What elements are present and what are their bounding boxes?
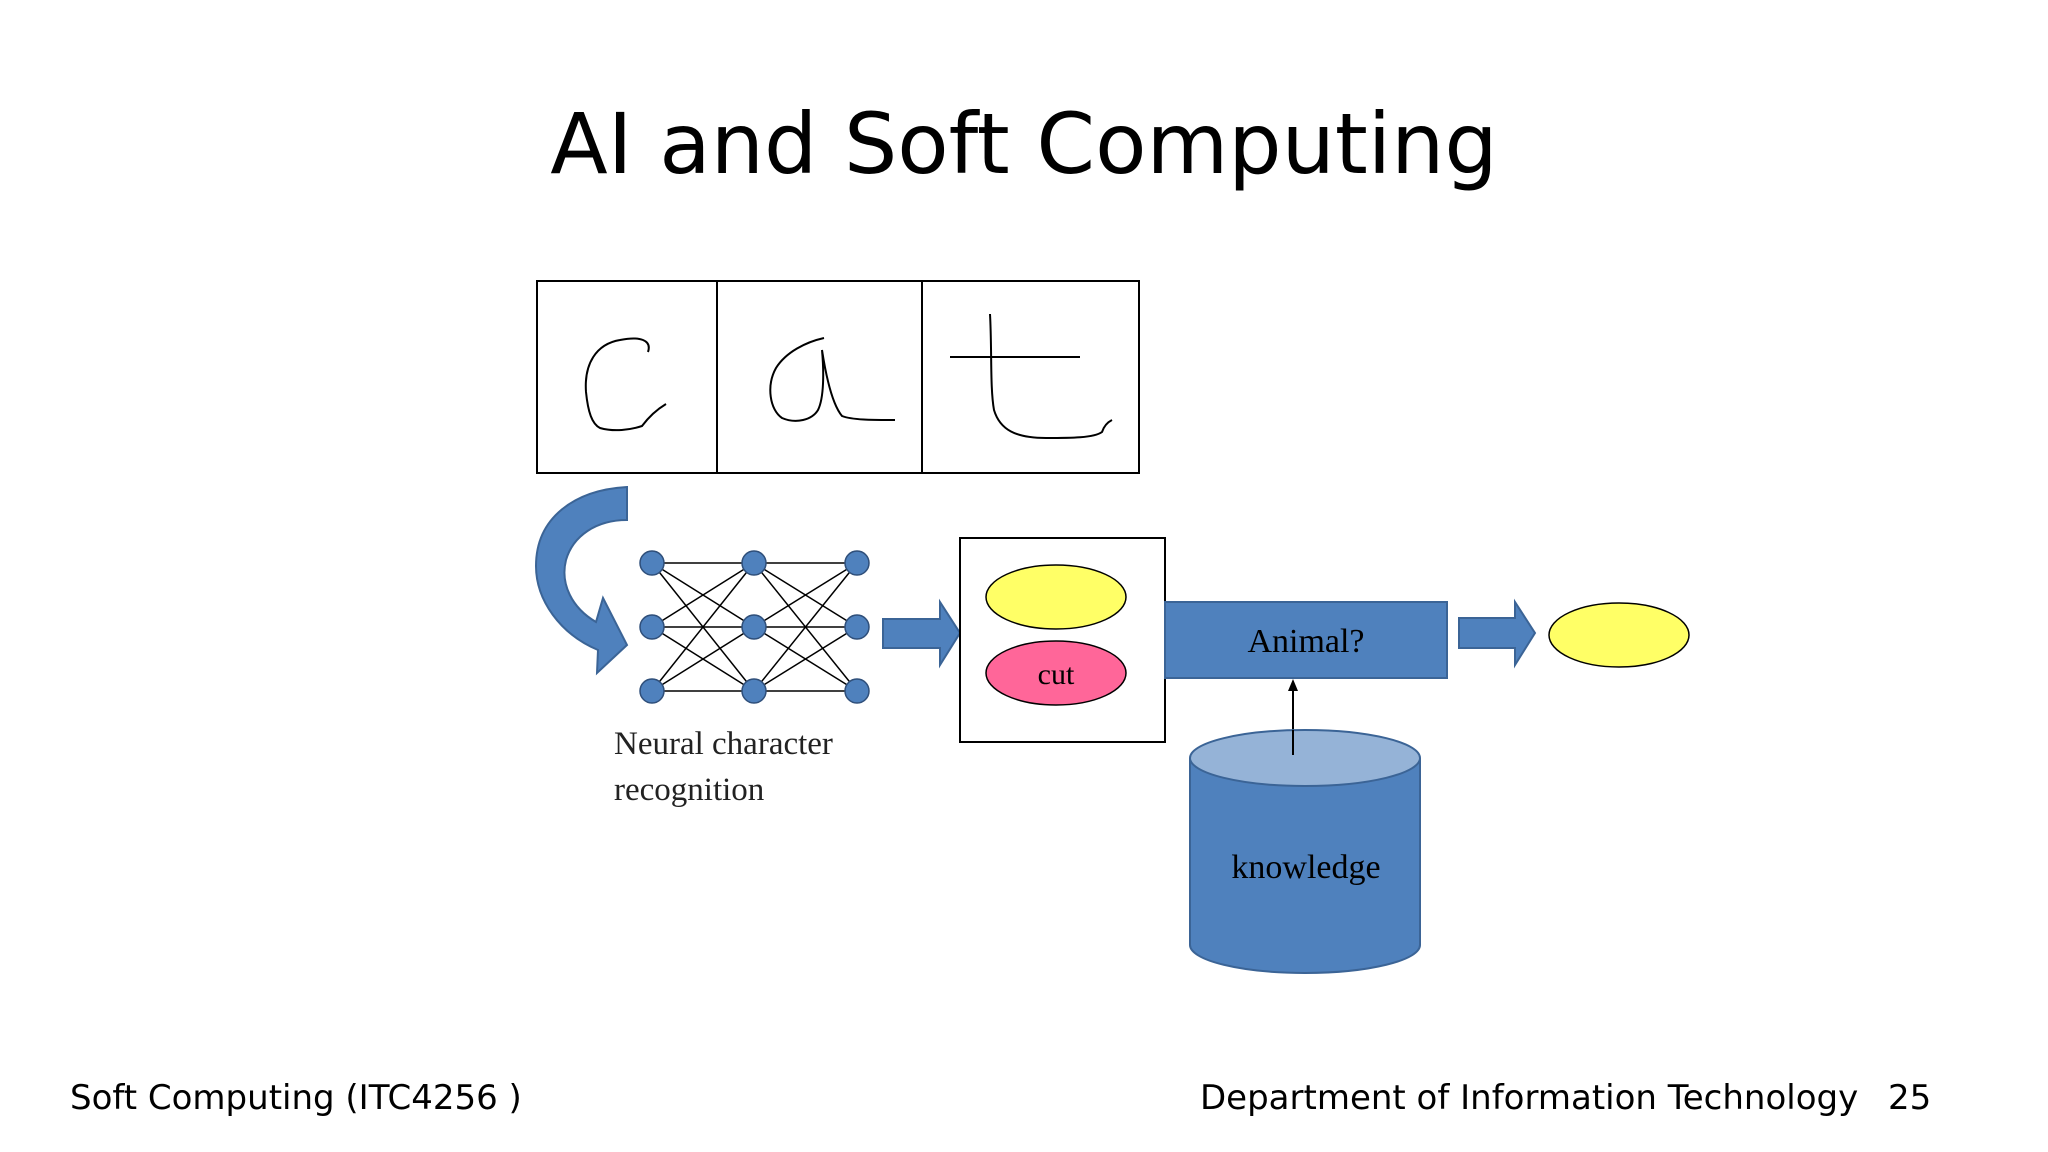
nn-caption-line1: Neural character	[614, 726, 833, 762]
candidate-cut-ellipse	[985, 640, 1127, 706]
handwriting-panel	[536, 280, 1140, 474]
knowledge-label: knowledge	[1231, 849, 1380, 886]
animal-query-label: Animal?	[1247, 623, 1364, 660]
footer-course: Soft Computing (ITC4256 )	[70, 1078, 522, 1118]
nn-node	[844, 550, 870, 576]
nn-node	[844, 614, 870, 640]
arrow-nn-to-candidates	[882, 598, 962, 669]
nn-node	[639, 614, 665, 640]
nn-caption-line2: recognition	[614, 772, 764, 808]
result-cat-ellipse	[1548, 602, 1690, 668]
handwritten-t-stem	[989, 313, 1113, 440]
nn-connection	[753, 626, 858, 692]
nn-node	[741, 678, 767, 704]
knowledge-arrow-head	[1288, 679, 1298, 691]
nn-connection	[753, 562, 858, 628]
nn-connection	[651, 626, 755, 692]
slide-title: AI and Soft Computing	[550, 95, 1498, 193]
nn-connection	[651, 562, 755, 628]
page-number: 25	[1888, 1078, 1932, 1118]
nn-node	[741, 614, 767, 640]
handwritten-a	[769, 337, 896, 422]
arrow-to-result	[1458, 598, 1537, 669]
candidate-cut-label: cut	[1038, 658, 1075, 691]
animal-query-bar	[1164, 601, 1448, 679]
nn-node	[639, 678, 665, 704]
result-cat-label: cat	[1602, 619, 1638, 652]
letter-box-c	[536, 280, 718, 474]
nn-connection	[753, 562, 858, 692]
nn-node	[844, 678, 870, 704]
nn-node	[639, 550, 665, 576]
curved-arrow-shape	[534, 485, 629, 676]
handwritten-c	[584, 337, 667, 432]
neural-network	[639, 550, 870, 704]
nn-node	[741, 550, 767, 576]
candidate-cat-ellipse	[985, 564, 1127, 630]
nn-connection	[651, 562, 755, 692]
knowledge-cylinder	[1189, 729, 1421, 974]
candidate-cat-label: cat	[1039, 581, 1075, 614]
footer-department: Department of Information Technology	[1200, 1078, 1859, 1118]
letter-box-a	[716, 280, 923, 474]
letter-box-t	[921, 280, 1140, 474]
